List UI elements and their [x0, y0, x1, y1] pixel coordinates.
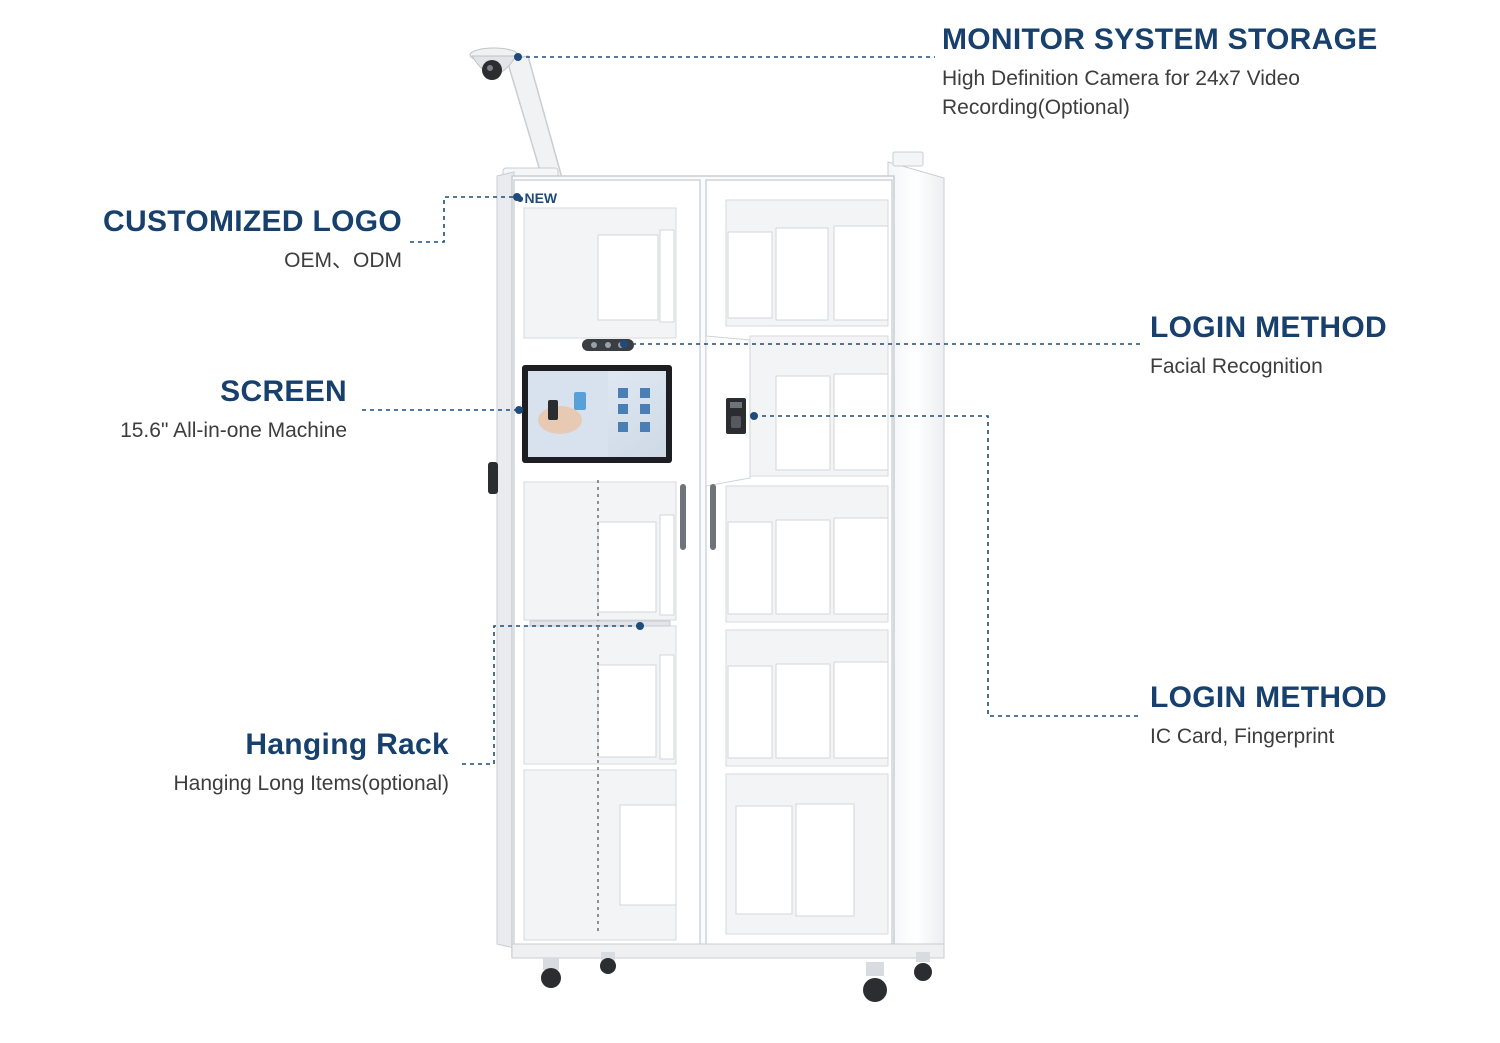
callout-login-card: LOGIN METHOD IC Card, Fingerprint — [1150, 680, 1450, 751]
left-door[interactable]: ●NEW — [513, 179, 701, 953]
logo-mark-icon: ●NEW — [516, 190, 558, 206]
callout-title: Hanging Rack — [245, 728, 449, 761]
leader-lines — [362, 56, 1140, 765]
callout-description: Hanging Long Items(optional) — [173, 772, 449, 795]
callout-hanging-rack: Hanging Rack Hanging Long Items(optional… — [60, 727, 449, 798]
callout-login-facial: LOGIN METHOD Facial Recognition — [1150, 310, 1450, 381]
callout-customized-logo: CUSTOMIZED LOGO OEM、ODM — [60, 204, 402, 275]
callout-description: High Definition Camera for 24x7 Video Re… — [942, 67, 1300, 119]
callout-monitor-system: MONITOR SYSTEM STORAGE High Definition C… — [942, 22, 1462, 122]
callout-title: SCREEN — [220, 375, 347, 408]
callout-description: IC Card, Fingerprint — [1150, 725, 1335, 748]
caster-wheel-icon — [600, 952, 616, 974]
caster-wheel-icon — [863, 962, 887, 1002]
callout-title: LOGIN METHOD — [1150, 681, 1387, 714]
right-door[interactable] — [705, 179, 893, 953]
callout-description: Facial Recognition — [1150, 355, 1323, 378]
cabinet-base — [511, 943, 945, 959]
leader-dots — [513, 53, 758, 630]
callout-title: MONITOR SYSTEM STORAGE — [942, 23, 1378, 56]
camera-arm — [502, 55, 563, 185]
callout-description: 15.6" All-in-one Machine — [120, 419, 347, 442]
touch-screen[interactable] — [522, 365, 672, 463]
callout-description: OEM、ODM — [284, 249, 402, 272]
fingerprint-icon — [731, 416, 741, 428]
caster-wheel-icon — [914, 952, 932, 981]
caster-wheel-icon — [541, 958, 561, 988]
callout-title: CUSTOMIZED LOGO — [103, 205, 402, 238]
callout-title: LOGIN METHOD — [1150, 311, 1387, 344]
cabinet-side — [488, 151, 945, 959]
callout-screen: SCREEN 15.6" All-in-one Machine — [60, 374, 347, 445]
left-door-handle[interactable] — [680, 484, 686, 550]
right-door-handle[interactable] — [710, 484, 716, 550]
